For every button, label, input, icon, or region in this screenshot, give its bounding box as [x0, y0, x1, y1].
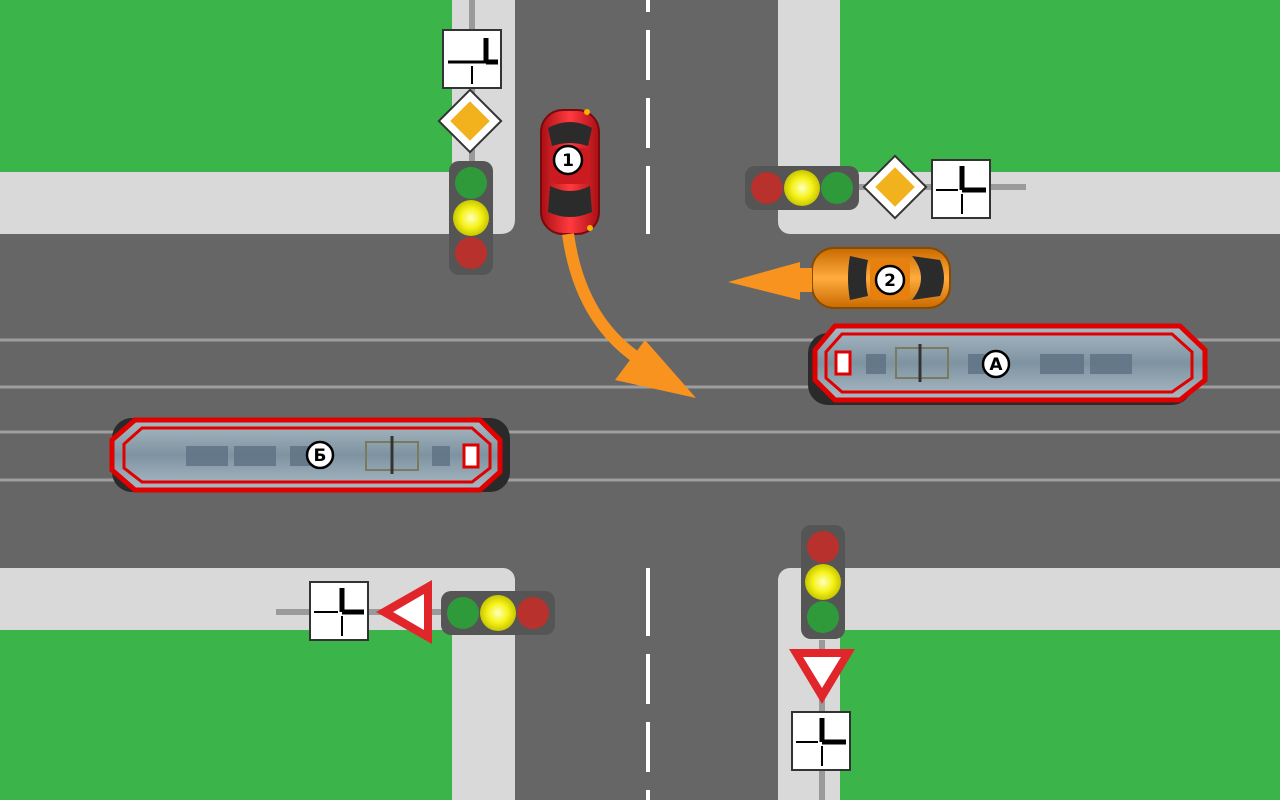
signal-light-red [807, 531, 839, 563]
signal-light-green [807, 601, 839, 633]
traffic-light-bottom-right [801, 525, 845, 639]
road-corners [503, 222, 790, 580]
signal-light-green [821, 172, 853, 204]
signal-light-yellow [453, 200, 489, 236]
top-right-sign-post [850, 154, 1026, 220]
signal-light-red [455, 237, 487, 269]
tram-a-label-badge [981, 349, 1011, 379]
traffic-light-top-right [745, 166, 859, 210]
car-1-path-arrow [562, 233, 696, 398]
signal-light-green [455, 167, 487, 199]
tram-b: Б [109, 417, 510, 493]
bottom-left-sign-post [276, 580, 446, 644]
signal-light-yellow [784, 170, 820, 206]
signal-light-yellow [480, 595, 516, 631]
yield-sign-bottom-left [376, 580, 432, 644]
car-1-label: 1 [562, 151, 574, 171]
car-2-label: 2 [884, 271, 896, 291]
signal-light-green [447, 597, 479, 629]
tram-a-label: А [989, 355, 1003, 375]
signal-light-yellow [805, 564, 841, 600]
car-1: 1 [540, 109, 600, 235]
tram-a: А [808, 323, 1208, 405]
traffic-light-bottom-left [441, 591, 555, 635]
tram-b-label-badge [305, 440, 335, 470]
car-2: 2 [811, 247, 951, 309]
tram-b-label: Б [314, 446, 327, 466]
yield-sign-bottom-right [789, 649, 855, 704]
signal-light-red [517, 597, 549, 629]
car-2-label-badge [874, 264, 906, 296]
top-left-sign-post [437, 0, 503, 170]
bottom-right-sign-post [789, 640, 855, 800]
car-1-label-badge [552, 144, 584, 176]
car-2-path-arrow [728, 262, 812, 300]
traffic-light-top-left [449, 161, 493, 275]
signal-light-red [751, 172, 783, 204]
main-road-sign-top-right [862, 154, 928, 220]
main-road-sign-top-left [437, 88, 503, 154]
